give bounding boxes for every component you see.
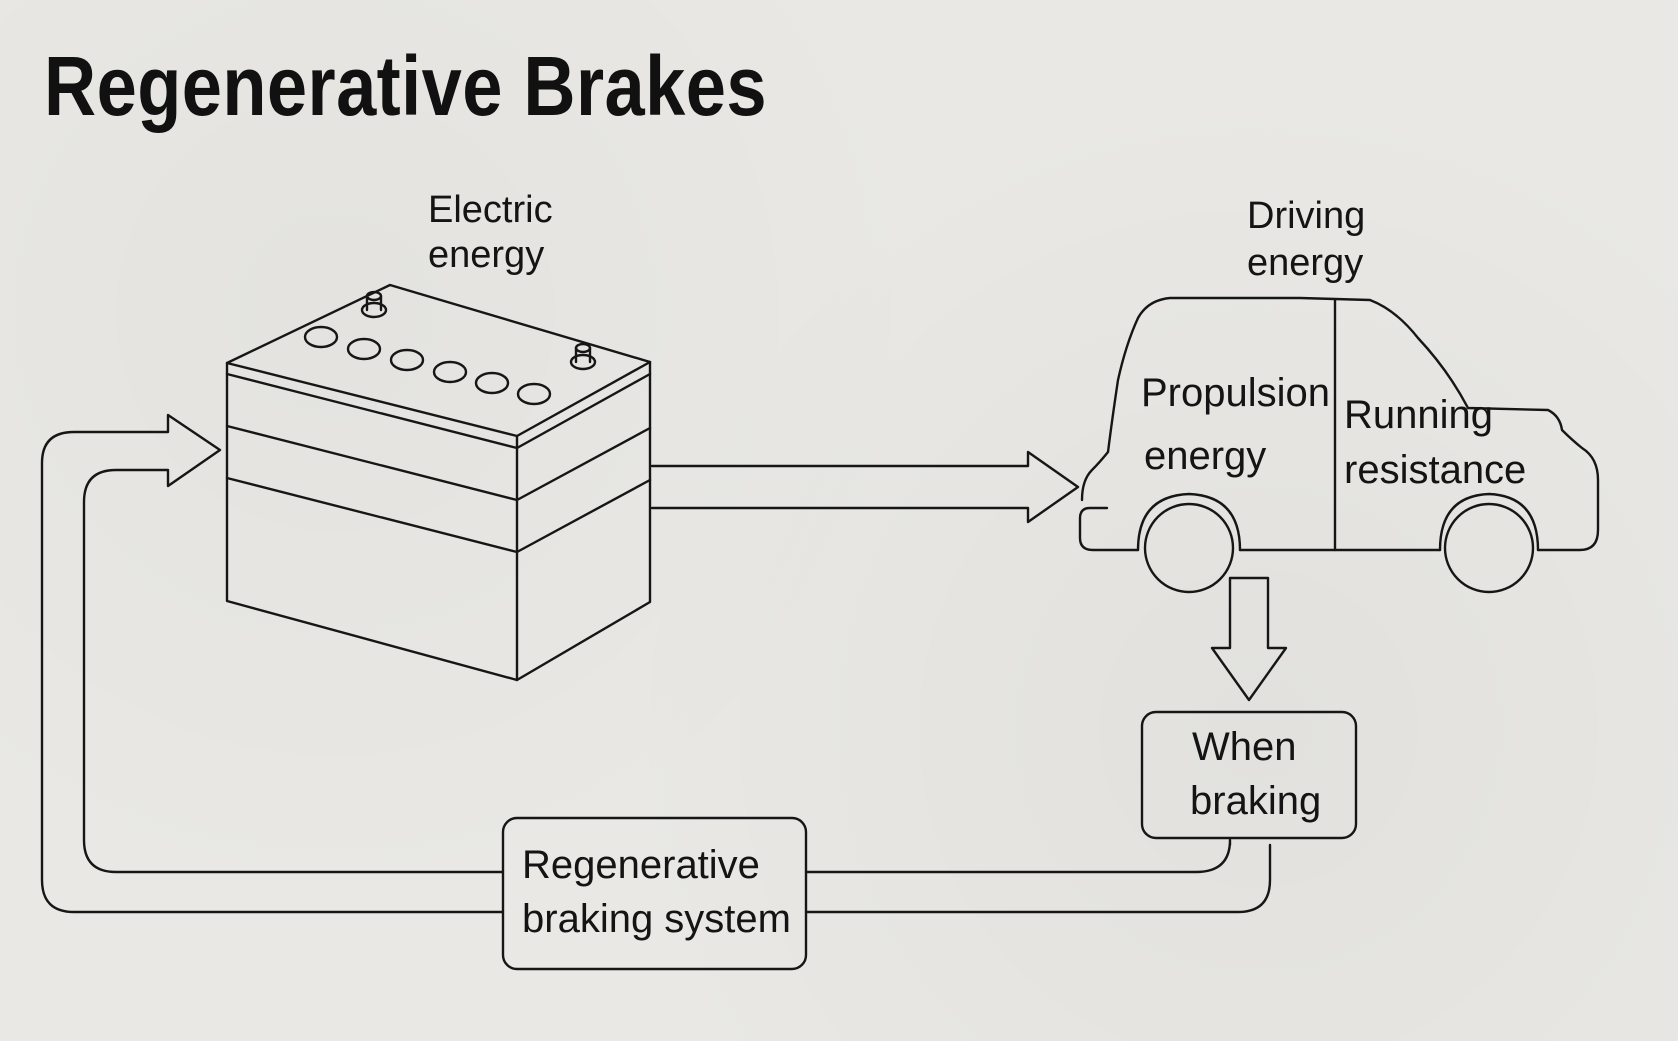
electric-energy-label: Electric energy: [428, 189, 563, 276]
running-resistance-label: Running resistance: [1344, 393, 1526, 492]
battery-to-car-arrow: [650, 450, 1080, 524]
regenerative-braking-system-box: [501, 816, 808, 971]
when-braking-label: When braking: [1190, 725, 1321, 823]
driving-energy-label: Driving energy: [1247, 195, 1376, 284]
regenerative-braking-system-label: Regenerative braking system: [522, 843, 791, 941]
battery-icon: [225, 283, 652, 682]
loop-arrow-outer: [40, 413, 1272, 914]
car-to-braking-arrow: [1210, 576, 1288, 702]
page-title: Regenerative Brakes: [44, 39, 767, 133]
propulsion-energy-label: Propulsion energy: [1141, 371, 1341, 478]
when-braking-box: [1140, 710, 1358, 840]
car-icon: [1078, 296, 1600, 594]
